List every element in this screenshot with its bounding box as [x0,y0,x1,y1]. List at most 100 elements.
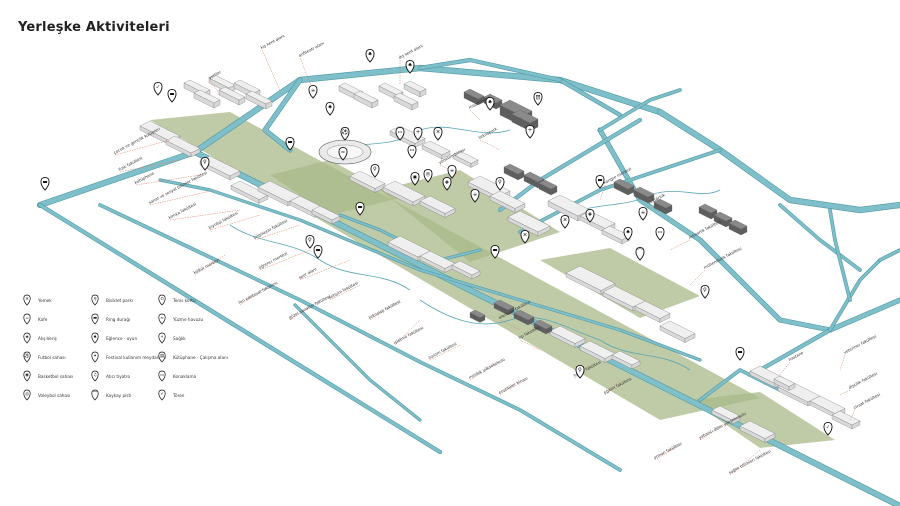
building-label-text: bilgisayar fakültesi [253,218,289,240]
building-label-text: turizm fakültesi [428,341,458,360]
bus-icon: ▬ [597,178,602,184]
bicycle-pin[interactable]: ⚲ [305,234,315,249]
bus-icon: ▬ [91,313,99,325]
library-pin[interactable]: ▤ [533,91,543,106]
coffee-cup-pin[interactable]: ☕ [447,164,457,179]
shopping-bag-pin[interactable]: ◈ [585,208,595,223]
legend-label: Yüzme havuzu [173,316,204,322]
bus-icon: ▬ [42,180,47,186]
building [773,375,796,391]
bicycle-pin[interactable]: ⚲ [700,284,710,299]
building-label: bilgisayar fakültesi [253,218,301,241]
game-icon: ♠ [91,332,99,344]
swimming-pin[interactable]: ≈ [338,146,348,161]
green-area [690,392,835,448]
building-label-text: kimya fakültesi [168,201,197,220]
shopping-bag-pin[interactable]: ◈ [442,176,452,191]
legend-label: Kaykay pisti [106,392,132,398]
building-label-text: biyoloji fakültesi [208,210,239,230]
bed-pin[interactable]: ▭ [407,144,417,159]
bus-pin[interactable]: ▬ [313,244,323,259]
bus-pin[interactable]: ▬ [735,346,745,361]
road [263,78,302,152]
bus-pin[interactable]: ▬ [490,244,500,259]
building-label-text: dış kent alanı [398,43,424,60]
green-area [270,160,400,215]
soccer-ball-pin[interactable]: ⚽ [340,126,350,141]
svg-text:⚽: ⚽ [23,353,30,359]
legend-item: ⚽Futbol sahası [22,351,66,363]
svg-text:≈: ≈ [160,316,164,321]
svg-text:⚲: ⚲ [93,297,96,302]
road [294,304,421,421]
building [493,299,515,316]
svg-text:+: + [160,334,164,340]
bed-pin[interactable]: ▭ [655,226,665,241]
building [507,210,551,237]
game-pin[interactable]: ♠ [405,59,415,74]
legend-item: ◉ Basketbol sahası [22,370,73,382]
road [98,203,622,472]
skateboard-pin[interactable]: ⌒ [635,246,645,261]
bicycle-pin[interactable]: ⚲ [495,176,505,191]
activity-pin-layer[interactable]: ✓▬▬▬♠♠☕♠⚽≈▭+✕▭☕◉◎◈⚲⚲▬☕⚲▤+▬☕✕◈♠⌒▭✕▬⚲▬⚲▬⚲✓… [40,48,833,436]
health-pin[interactable]: + [525,124,535,139]
building [538,179,558,196]
legend-label: Sağlık [173,335,186,341]
bus-pin[interactable]: ▬ [595,174,605,189]
building [230,180,269,204]
basketball-pin[interactable]: ◉ [410,171,420,186]
ceremony-pin[interactable]: ✓ [823,421,833,436]
coffee-cup-pin[interactable]: ☕ [470,188,480,203]
walking-path [599,339,691,371]
coffee-cup-pin[interactable]: ☕ [638,206,648,221]
svg-text:◉: ◉ [25,373,29,378]
bus-pin[interactable]: ▬ [167,88,177,103]
legend-label: Bisiklet parkı [106,297,134,303]
bicycle-pin[interactable]: ⚲ [370,163,380,178]
legend-item: ♫Atıcı tiyatro [90,370,130,382]
game-pin[interactable]: ♠ [365,48,375,63]
road [38,203,442,454]
bus-pin[interactable]: ▬ [355,201,365,216]
green-area [540,248,700,318]
shopping-bag-icon: ◈ [588,212,593,218]
health-pin[interactable]: + [413,126,423,141]
bus-icon: ▬ [287,140,292,146]
road [558,78,622,117]
building-label-text: yurtlar [208,69,222,80]
building [419,195,456,218]
legend-label: Basketbol sahası [38,373,74,379]
bicycle-pin[interactable]: ⚲ [575,364,585,379]
fork-knife-pin[interactable]: ✕ [560,214,570,229]
ceremony-pin[interactable]: ✓ [153,81,163,96]
game-pin[interactable]: ♠ [485,96,495,111]
fork-knife-pin[interactable]: ✕ [433,126,443,141]
bus-pin[interactable]: ▬ [285,136,295,151]
game-icon: ♠ [328,105,333,111]
building [611,350,641,370]
svg-text:◈: ◈ [25,335,29,340]
map-title: Yerleşke Aktiviteleri [18,20,170,35]
tennis-icon: ⊙ [158,294,166,306]
building [311,205,341,225]
game-pin[interactable]: ♠ [325,101,335,116]
theatre-icon: ♫ [91,370,99,382]
legend-label: Konaklama [173,373,197,379]
svg-text:☕: ☕ [25,315,29,321]
bicycle-pin[interactable]: ⚲ [200,156,210,171]
svg-text:⌒: ⌒ [93,391,98,397]
bicycle-icon: ⚲ [703,288,707,294]
bed-pin[interactable]: ▭ [395,126,405,141]
building [382,180,426,207]
shopping-bag-icon: ◈ [445,180,450,186]
coffee-cup-pin[interactable]: ☕ [308,84,318,99]
bus-pin[interactable]: ▬ [40,176,50,191]
building-label-text: iletişim fakültesi [328,280,359,300]
legend-item: ♠Eğlence - oyun [90,332,137,344]
fork-knife-pin[interactable]: ✕ [520,229,530,244]
game-pin[interactable]: ♠ [623,226,633,241]
volleyball-pin[interactable]: ◎ [423,168,433,183]
building [469,309,486,323]
